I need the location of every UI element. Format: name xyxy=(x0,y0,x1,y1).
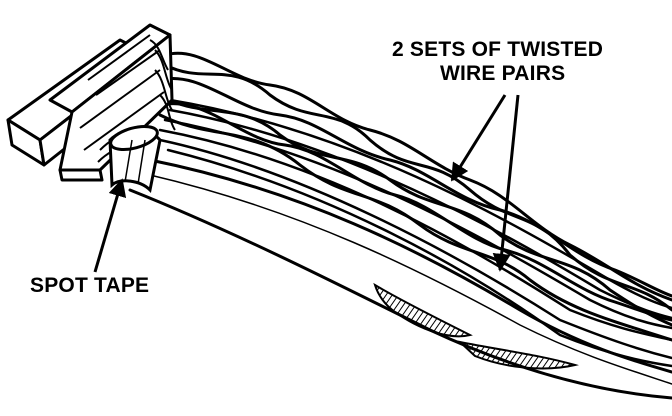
hatched-shadow-left xyxy=(373,282,473,338)
twisted-pair-upper xyxy=(158,51,672,312)
twisted-pairs-label-line1: 2 SETS OF TWISTED xyxy=(392,38,604,61)
arrow-to-spot-tape xyxy=(93,178,127,273)
arrow-to-upper-pair xyxy=(450,94,507,182)
arrow-to-lower-pair xyxy=(492,94,520,272)
twisted-pairs-label-line2: WIRE PAIRS xyxy=(440,62,566,85)
twisted-pair-lower xyxy=(158,93,672,342)
connector-block xyxy=(6,23,174,182)
hatched-shadow-right xyxy=(456,340,579,370)
callout-arrows xyxy=(93,94,520,273)
spot-tape-band xyxy=(108,125,162,194)
loose-wires xyxy=(158,98,672,368)
spot-tape-label: SPOT TAPE xyxy=(30,274,150,297)
